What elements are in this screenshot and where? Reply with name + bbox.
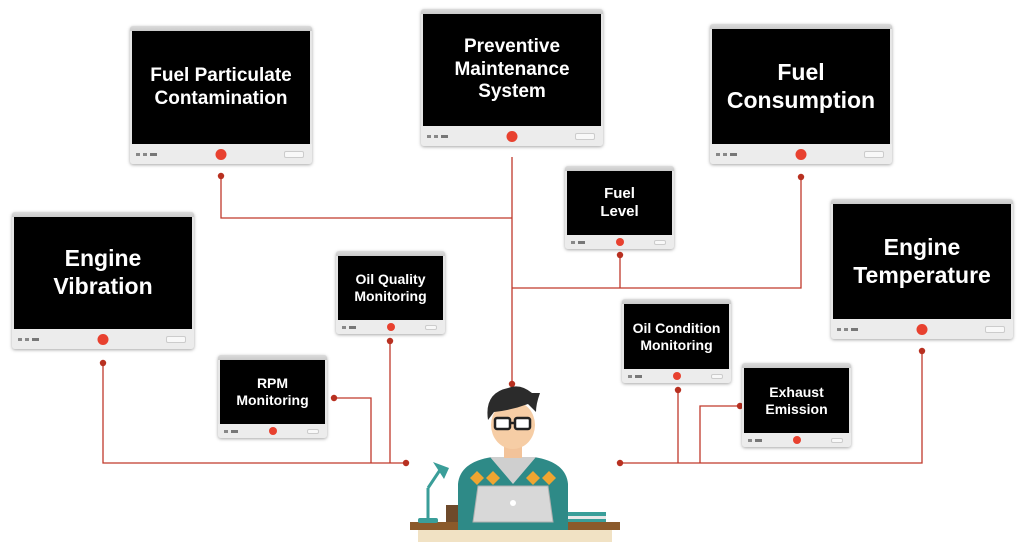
window-title: Exhaust Emission bbox=[765, 383, 828, 417]
done-button[interactable] bbox=[307, 428, 319, 434]
node-oil-quality bbox=[386, 337, 394, 345]
node-exhaust bbox=[736, 402, 744, 410]
window-fuel-level[interactable]: Fuel Level bbox=[565, 166, 674, 249]
node-engine-temperature bbox=[918, 347, 926, 355]
window-rpm[interactable]: RPM Monitoring bbox=[218, 355, 327, 438]
window-exhaust[interactable]: Exhaust Emission bbox=[742, 363, 851, 447]
record-button-icon[interactable] bbox=[916, 323, 928, 335]
window-screen: RPM Monitoring bbox=[220, 360, 325, 424]
window-screen: Fuel Particulate Contamination bbox=[132, 31, 310, 144]
window-screen: Oil Condition Monitoring bbox=[624, 304, 729, 369]
window-fuel-consumption[interactable]: Fuel Consumption bbox=[710, 24, 892, 164]
window-oil-condition[interactable]: Oil Condition Monitoring bbox=[622, 299, 731, 383]
node-engine-vibration bbox=[99, 359, 107, 367]
window-controls bbox=[218, 424, 327, 438]
window-title: Oil Quality Monitoring bbox=[354, 271, 427, 304]
window-title: Fuel Level bbox=[600, 185, 639, 220]
person-at-laptop-icon bbox=[410, 386, 620, 542]
window-oil-quality[interactable]: Oil Quality Monitoring bbox=[336, 251, 445, 334]
window-controls bbox=[421, 126, 603, 146]
window-title: Oil Condition Monitoring bbox=[632, 319, 721, 353]
window-screen: Engine Temperature bbox=[833, 204, 1011, 319]
control-icons bbox=[571, 240, 585, 244]
connector-exhaust bbox=[699, 405, 740, 463]
record-button-icon[interactable] bbox=[268, 427, 277, 435]
control-icons bbox=[837, 327, 858, 331]
window-controls bbox=[336, 320, 445, 334]
connector-fuel-particulate bbox=[220, 176, 512, 219]
node-center-left bbox=[402, 459, 410, 467]
done-button[interactable] bbox=[985, 325, 1005, 333]
window-screen: Fuel Level bbox=[567, 171, 672, 235]
window-title: Fuel Consumption bbox=[726, 58, 876, 113]
window-title: Preventive Maintenance System bbox=[454, 35, 570, 103]
record-button-icon[interactable] bbox=[386, 323, 395, 331]
window-engine-temperature[interactable]: Engine Temperature bbox=[831, 199, 1013, 339]
node-center-right bbox=[616, 459, 624, 467]
node-center-top bbox=[508, 380, 516, 388]
window-title: Fuel Particulate Contamination bbox=[150, 64, 292, 109]
node-rpm bbox=[330, 394, 338, 402]
node-oil-condition bbox=[674, 386, 682, 394]
control-icons bbox=[18, 337, 39, 341]
window-controls bbox=[130, 144, 312, 164]
window-controls bbox=[622, 369, 731, 383]
window-screen: Exhaust Emission bbox=[744, 368, 849, 433]
window-screen: Fuel Consumption bbox=[712, 29, 890, 144]
control-icons bbox=[748, 438, 762, 442]
done-button[interactable] bbox=[711, 373, 723, 379]
control-icons bbox=[716, 152, 737, 156]
window-controls bbox=[742, 433, 851, 447]
control-icons bbox=[136, 152, 157, 156]
record-button-icon[interactable] bbox=[97, 333, 109, 345]
done-button[interactable] bbox=[864, 150, 884, 158]
done-button[interactable] bbox=[654, 239, 666, 245]
record-button-icon[interactable] bbox=[215, 148, 227, 160]
window-title: Engine Temperature bbox=[853, 233, 991, 288]
control-icons bbox=[224, 429, 238, 433]
connector-fuel-consumption bbox=[512, 177, 802, 289]
done-button[interactable] bbox=[425, 324, 437, 330]
done-button[interactable] bbox=[284, 150, 304, 158]
control-icons bbox=[628, 374, 642, 378]
window-fuel-particulate[interactable]: Fuel Particulate Contamination bbox=[130, 26, 312, 164]
done-button[interactable] bbox=[575, 132, 595, 140]
record-button-icon[interactable] bbox=[792, 436, 801, 444]
window-title: Engine Vibration bbox=[53, 245, 153, 299]
connector-engine-vibration bbox=[102, 363, 406, 464]
window-controls bbox=[831, 319, 1013, 339]
window-preventive[interactable]: Preventive Maintenance System bbox=[421, 9, 603, 146]
window-engine-vibration[interactable]: Engine Vibration bbox=[12, 212, 194, 349]
window-controls bbox=[710, 144, 892, 164]
window-controls bbox=[12, 329, 194, 349]
window-controls bbox=[565, 235, 674, 249]
window-screen: Preventive Maintenance System bbox=[423, 14, 601, 126]
window-screen: Engine Vibration bbox=[14, 217, 192, 329]
control-icons bbox=[427, 134, 448, 138]
connector-rpm bbox=[334, 397, 372, 463]
done-button[interactable] bbox=[831, 437, 843, 443]
control-icons bbox=[342, 325, 356, 329]
record-button-icon[interactable] bbox=[672, 372, 681, 380]
connector-engine-temperature bbox=[620, 351, 923, 464]
record-button-icon[interactable] bbox=[506, 130, 518, 142]
node-fuel-level bbox=[616, 251, 624, 259]
record-button-icon[interactable] bbox=[615, 238, 624, 246]
record-button-icon[interactable] bbox=[795, 148, 807, 160]
window-screen: Oil Quality Monitoring bbox=[338, 256, 443, 320]
node-fuel-consumption bbox=[797, 173, 805, 181]
done-button[interactable] bbox=[166, 335, 186, 343]
window-title: RPM Monitoring bbox=[236, 375, 309, 408]
node-fuel-particulate bbox=[217, 172, 225, 180]
